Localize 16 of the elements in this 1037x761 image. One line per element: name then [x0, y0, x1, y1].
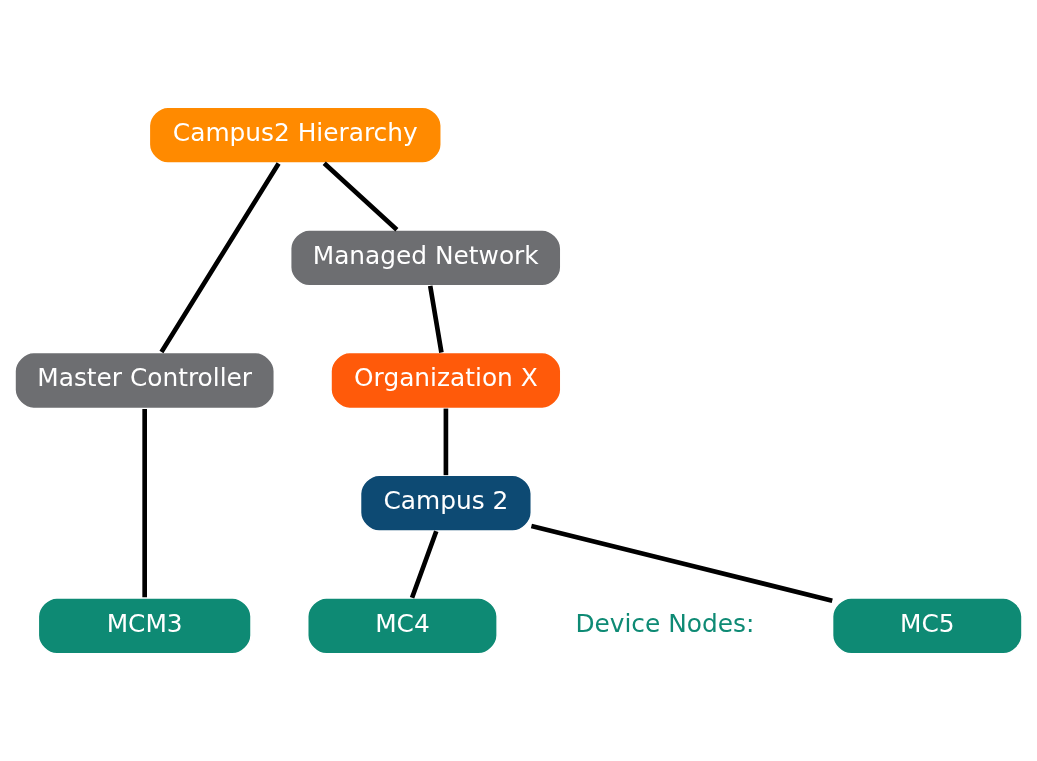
node-box: MC4 — [306, 597, 498, 655]
node-box: MCM3 — [37, 597, 252, 655]
node-box: Master Controller — [14, 351, 276, 410]
node-box: Managed Network — [289, 229, 562, 287]
node-box: Campus2 Hierarchy — [148, 106, 443, 164]
connector — [427, 285, 444, 353]
node-box: Campus 2 — [359, 474, 533, 532]
label: Device Nodes: — [575, 608, 755, 638]
node-box: Organization X — [330, 351, 562, 410]
connector — [142, 408, 147, 598]
connector — [443, 408, 449, 476]
connector — [159, 162, 281, 354]
connector — [530, 523, 833, 603]
node-box: MC5 — [831, 597, 1023, 655]
connector — [409, 530, 439, 599]
connector — [322, 161, 399, 232]
